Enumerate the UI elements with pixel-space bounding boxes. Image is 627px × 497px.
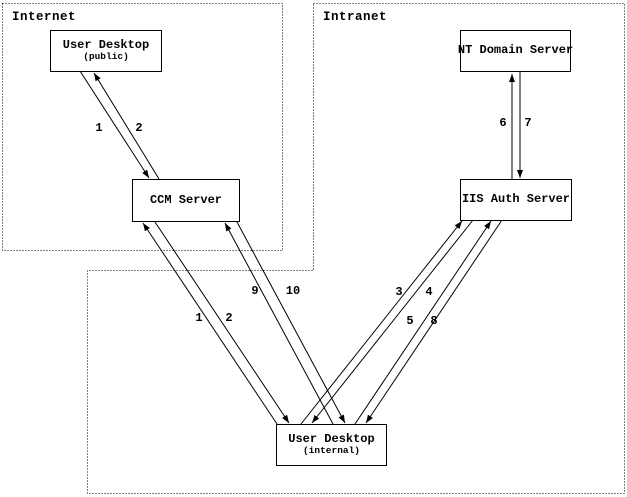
node-title: User Desktop (288, 431, 375, 446)
flow-label-step4: 4 (425, 285, 433, 299)
internet-region-border (2, 3, 283, 251)
node-title: CCM Server (149, 192, 222, 207)
flow-line-step10 (236, 221, 346, 424)
node-title: IIS Auth Server (461, 192, 571, 207)
flow-line-step5 (354, 220, 492, 425)
flow-label-step8: 8 (430, 314, 438, 328)
node-ccm-server: CCM Server (132, 179, 240, 222)
flow-label-step1-internal: 1 (195, 311, 203, 325)
flow-line-step2-internal (154, 221, 290, 424)
flow-label-step7: 7 (524, 116, 532, 130)
flow-label-step6: 6 (499, 116, 507, 130)
node-user-desktop-internal: User Desktop (internal) (276, 424, 387, 466)
node-title: User Desktop (62, 37, 150, 52)
node-iis-auth-server: IIS Auth Server (460, 179, 572, 221)
flow-line-step8 (365, 219, 503, 424)
node-nt-domain-server: NT Domain Server (457, 30, 574, 72)
flow-label-step3: 3 (395, 285, 403, 299)
flow-label-step2-public: 2 (135, 121, 143, 135)
node-subtitle: (public) (83, 51, 129, 63)
flow-line-step9 (224, 222, 334, 425)
intranet-region-label: Intranet (323, 10, 388, 24)
flow-label-step5: 5 (406, 314, 414, 328)
node-user-desktop-public: User Desktop (public) (50, 30, 162, 72)
flow-line-step2-public (93, 72, 160, 180)
internet-region-label: Internet (12, 10, 77, 24)
flow-line-step4 (311, 219, 474, 424)
flow-line-step3 (300, 220, 463, 425)
flow-label-step2-internal: 2 (225, 311, 233, 325)
flow-line-step1-internal (142, 222, 278, 425)
flow-line-step1-public (79, 70, 150, 179)
flow-label-step9: 9 (251, 284, 259, 298)
node-subtitle: (internal) (302, 445, 360, 457)
flow-label-step1-public: 1 (95, 121, 103, 135)
node-title: NT Domain Server (457, 43, 574, 58)
flow-label-step10: 10 (285, 284, 301, 298)
intranet-region-border (87, 3, 625, 494)
